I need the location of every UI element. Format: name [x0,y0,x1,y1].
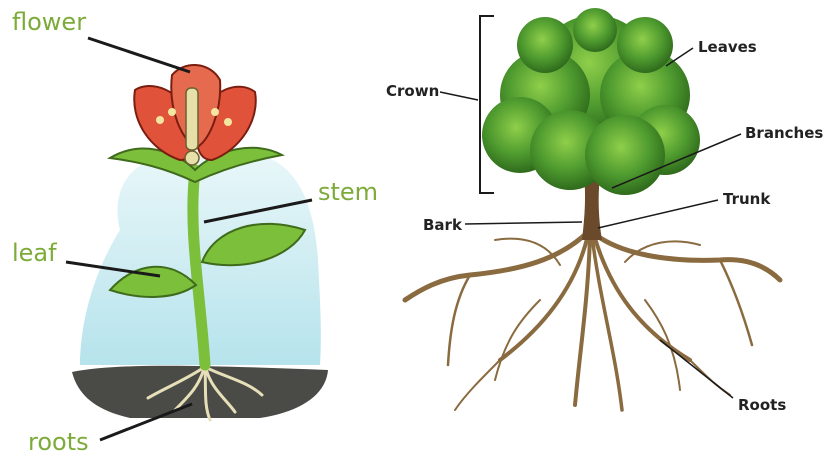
label-bark: Bark [423,218,462,233]
tree-foliage [482,8,700,195]
soil [72,366,328,418]
label-crown: Crown [386,84,439,99]
label-roots: roots [28,430,89,454]
label-leaves: Leaves [698,40,757,55]
plant-illustration [72,65,328,420]
leader-flower [88,38,190,72]
label-leaf: leaf [12,241,57,265]
label-tree-roots: Roots [738,398,786,413]
label-stem: stem [318,180,378,204]
leader-tree-roots [660,340,733,398]
leader-bark [465,222,582,224]
leader-crown [440,92,478,100]
label-branches: Branches [745,126,823,141]
tree-roots [405,230,780,410]
leader-trunk [598,200,718,228]
label-trunk: Trunk [723,192,770,207]
label-flower: flower [12,10,86,34]
tree-illustration [405,8,780,410]
crown-bracket [480,16,494,193]
